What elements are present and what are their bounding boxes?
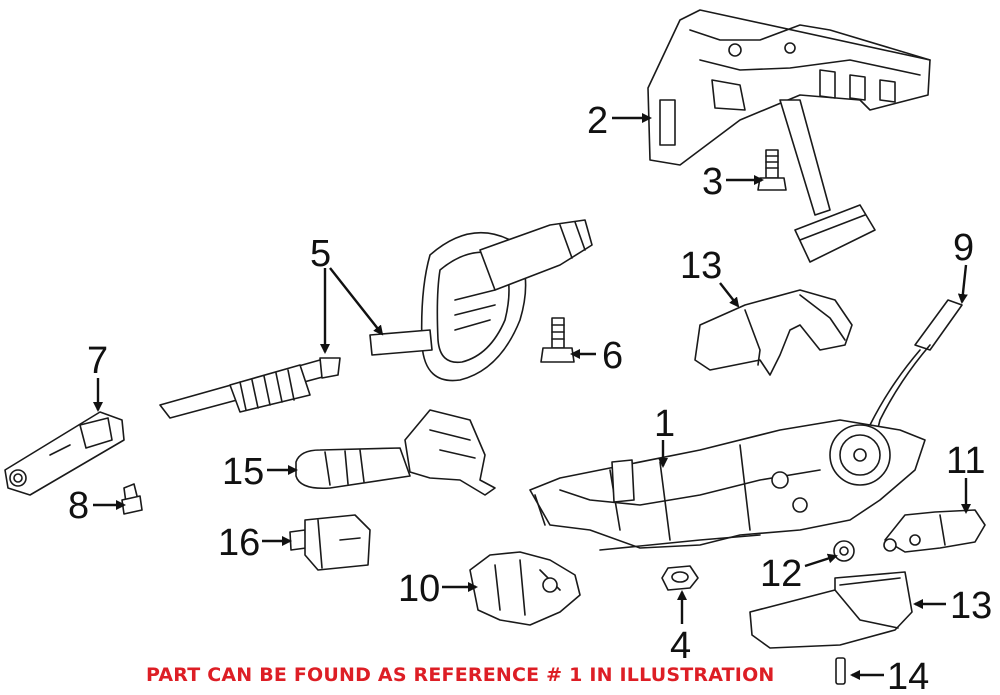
part-9-wiper-stalk bbox=[869, 299, 963, 441]
callout-12: 12 bbox=[760, 553, 802, 595]
callout-5: 5 bbox=[310, 233, 331, 275]
part-11-switch bbox=[883, 509, 986, 553]
part-2-pedal-bracket bbox=[647, 9, 931, 263]
part-16-switch bbox=[289, 514, 371, 571]
part-1-steering-column bbox=[529, 419, 926, 551]
callout-3: 3 bbox=[702, 161, 723, 203]
part-4-nut bbox=[661, 565, 699, 591]
part-12-nut bbox=[833, 540, 855, 562]
callout-7: 7 bbox=[87, 340, 108, 382]
part-13-upper-shroud bbox=[694, 289, 853, 376]
callout-4: 4 bbox=[670, 625, 691, 667]
callout-10: 10 bbox=[398, 568, 440, 610]
callout-9: 9 bbox=[953, 227, 974, 269]
callout-14: 14 bbox=[887, 656, 929, 695]
callout-13-lower: 13 bbox=[950, 585, 992, 627]
part-15-turn-signal-switch bbox=[295, 409, 496, 496]
part-8-bolt bbox=[121, 483, 143, 515]
callout-6: 6 bbox=[602, 335, 623, 377]
part-7-intermediate-joint bbox=[4, 411, 125, 496]
part-14-screw bbox=[835, 657, 846, 685]
part-5-shaft-and-seal bbox=[159, 219, 593, 419]
part-10-ignition-module bbox=[469, 551, 581, 626]
callout-2: 2 bbox=[587, 100, 608, 142]
part-13-lower-shroud bbox=[749, 571, 913, 649]
callout-15: 15 bbox=[222, 451, 264, 493]
callout-11: 11 bbox=[946, 440, 985, 482]
part-3-bolt bbox=[757, 149, 787, 191]
callout-13-upper: 13 bbox=[680, 245, 722, 287]
callout-arrows bbox=[93, 113, 971, 680]
callout-8: 8 bbox=[68, 485, 89, 527]
part-6-bolt bbox=[540, 317, 575, 363]
callout-16: 16 bbox=[218, 522, 260, 564]
reference-note: PART CAN BE FOUND AS REFERENCE # 1 IN IL… bbox=[146, 664, 775, 686]
callout-1: 1 bbox=[654, 403, 675, 445]
